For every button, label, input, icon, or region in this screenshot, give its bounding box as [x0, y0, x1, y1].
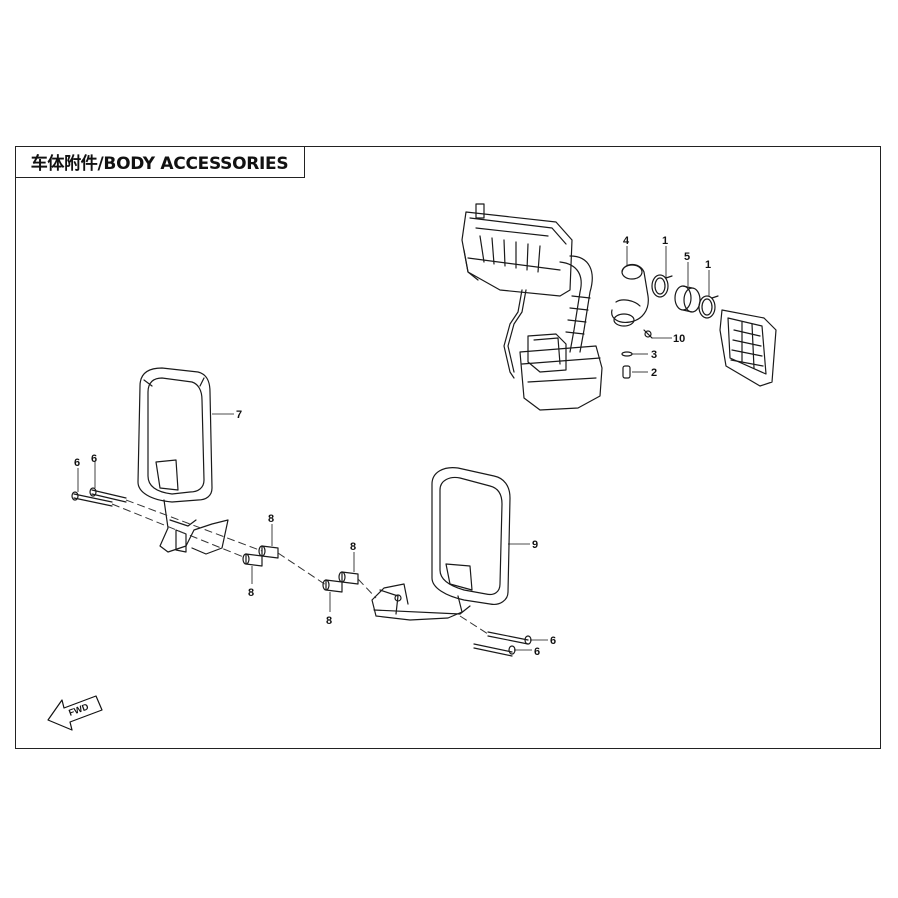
bolts-part-6-left [71, 487, 127, 507]
spacers-part-8 [242, 545, 359, 593]
callout-9: 9 [532, 539, 538, 551]
right-mirror-part-9 [371, 467, 511, 621]
intake-grille [719, 309, 777, 387]
callout-6: 6 [550, 635, 556, 647]
drawing-frame [15, 146, 881, 749]
callout-1: 1 [662, 235, 668, 247]
callout-1: 1 [705, 259, 711, 271]
sleeve-part-5 [674, 285, 701, 313]
leader-lines [77, 246, 710, 651]
left-mirror-part-7 [137, 367, 229, 555]
page-title: 车体附件/BODY ACCESSORIES [30, 154, 289, 174]
elbow-part-4 [611, 263, 649, 327]
callout-6: 6 [74, 457, 80, 469]
clamp-part-1 [651, 274, 673, 298]
fwd-arrow-icon: FWD [47, 695, 103, 731]
callout-2: 2 [651, 367, 657, 379]
callout-6: 6 [534, 646, 540, 658]
callout-8: 8 [248, 587, 254, 599]
callout-7: 7 [236, 409, 242, 421]
callout-8: 8 [268, 513, 274, 525]
clamp-part-1-b [698, 295, 719, 319]
callout-5: 5 [684, 251, 690, 263]
title-box: 车体附件/BODY ACCESSORIES [15, 146, 305, 178]
callout-8: 8 [350, 541, 356, 553]
air-box-assembly [461, 203, 603, 411]
washer-part-3 [621, 351, 633, 357]
assembly-axis [111, 499, 489, 635]
callout-4: 4 [623, 235, 630, 247]
pin-part-2 [622, 365, 631, 379]
bolt-part-10 [643, 329, 653, 339]
callout-3: 3 [651, 349, 657, 361]
callout-6: 6 [91, 453, 97, 465]
bolts-part-6-right [473, 631, 532, 657]
callout-8: 8 [326, 615, 332, 627]
callout-10: 10 [673, 333, 685, 345]
